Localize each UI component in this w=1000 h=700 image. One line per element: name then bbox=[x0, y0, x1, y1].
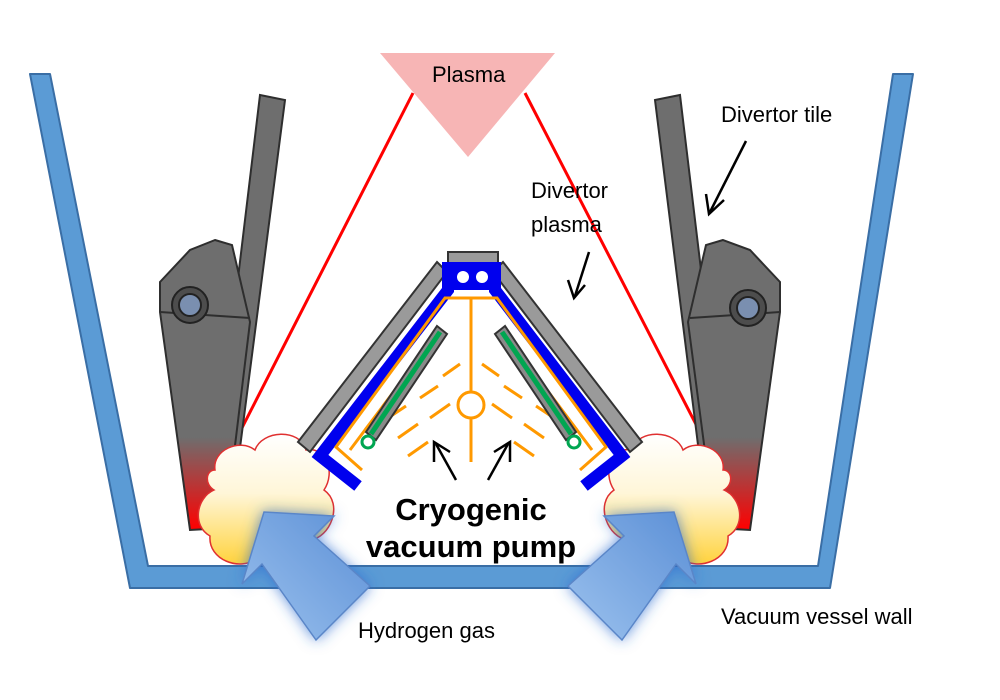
label-divertor-plasma-line2: plasma bbox=[531, 212, 603, 237]
label-vessel-wall: Vacuum vessel wall bbox=[721, 604, 913, 629]
arrow-pump-right-icon bbox=[486, 439, 512, 481]
hydrogen-gas-arrows bbox=[241, 511, 697, 642]
arrow-pump-left-icon bbox=[432, 439, 458, 481]
label-plasma: Plasma bbox=[432, 62, 506, 87]
coolant-pipe-2-icon bbox=[476, 271, 488, 283]
label-hydrogen-gas: Hydrogen gas bbox=[358, 618, 495, 643]
label-cryopump-line2: vacuum pump bbox=[366, 529, 576, 564]
arrow-divertor-plasma-icon bbox=[566, 251, 591, 301]
arrow-divertor-tile-icon bbox=[704, 140, 748, 217]
separatrix-lines bbox=[220, 92, 720, 468]
pointer-arrows bbox=[432, 140, 748, 481]
label-divertor-plasma-line1: Divertor bbox=[531, 178, 608, 203]
core-plasma bbox=[380, 53, 555, 157]
gas-flow-arrow-right-icon bbox=[566, 511, 697, 642]
label-cryopump-line1: Cryogenic bbox=[395, 492, 547, 527]
gas-flow-arrow-left-icon bbox=[241, 511, 372, 642]
coolant-pipe-1-icon bbox=[457, 271, 469, 283]
label-divertor-tile: Divertor tile bbox=[721, 102, 832, 127]
cryogenic-pump bbox=[296, 251, 644, 491]
